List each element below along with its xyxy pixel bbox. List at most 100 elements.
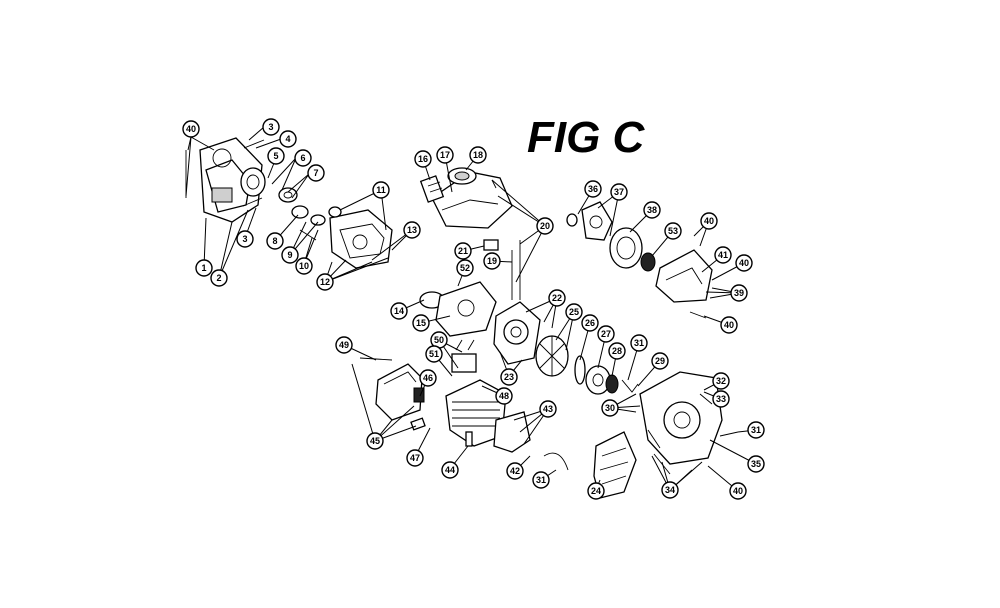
callout: 47 (406, 449, 424, 467)
callout: 48 (495, 387, 513, 405)
svg-text:51: 51 (429, 349, 439, 359)
callout: 45 (366, 432, 384, 450)
callout: 10 (295, 257, 313, 275)
callout: 30 (601, 399, 619, 417)
svg-text:26: 26 (585, 318, 595, 328)
callout: 46 (419, 369, 437, 387)
callout: 11 (372, 181, 390, 199)
starter-housing (639, 371, 739, 475)
callout: 13 (403, 221, 421, 239)
svg-text:6: 6 (300, 153, 305, 163)
svg-text:44: 44 (445, 465, 455, 475)
svg-text:25: 25 (569, 307, 579, 317)
svg-text:28: 28 (612, 346, 622, 356)
callout: 6 (294, 149, 312, 167)
callout: 41 (714, 246, 732, 264)
svg-text:18: 18 (473, 150, 483, 160)
svg-text:19: 19 (487, 256, 497, 266)
callout: 16 (414, 150, 432, 168)
muffler-assembly (359, 357, 426, 431)
callout: 20 (536, 217, 554, 235)
callout: 2 (210, 269, 228, 287)
small-bearing-parts (278, 187, 326, 241)
svg-text:15: 15 (416, 318, 426, 328)
svg-text:14: 14 (394, 306, 404, 316)
callout: 14 (390, 302, 408, 320)
svg-text:39: 39 (734, 288, 744, 298)
callout: 40 (700, 212, 718, 230)
callout: 40 (720, 316, 738, 334)
callout: 36 (584, 180, 602, 198)
svg-text:38: 38 (647, 205, 657, 215)
callout: 31 (747, 421, 765, 439)
svg-text:40: 40 (733, 486, 743, 496)
svg-text:53: 53 (668, 226, 678, 236)
svg-text:36: 36 (588, 184, 598, 194)
svg-text:45: 45 (370, 436, 380, 446)
svg-text:42: 42 (510, 466, 520, 476)
svg-text:40: 40 (724, 320, 734, 330)
svg-text:41: 41 (718, 250, 728, 260)
svg-text:20: 20 (540, 221, 550, 231)
svg-text:31: 31 (751, 425, 761, 435)
callout: 31 (630, 334, 648, 352)
callout: 25 (565, 303, 583, 321)
callout: 8 (266, 232, 284, 250)
fuel-lines (511, 240, 521, 300)
callout: 23 (500, 368, 518, 386)
callout: 24 (587, 482, 605, 500)
svg-text:31: 31 (536, 475, 546, 485)
svg-text:37: 37 (614, 187, 624, 197)
svg-text:23: 23 (504, 372, 514, 382)
callout: 33 (712, 390, 730, 408)
fuel-tank (419, 167, 513, 251)
callout: 39 (730, 284, 748, 302)
figure-title: FIG C (527, 113, 646, 162)
svg-text:5: 5 (273, 151, 278, 161)
callout: 21 (454, 242, 472, 260)
callout-bubbles: 40 3 4 5 6 7 3 8 9 10 11 13 12 1 2 16 17… (182, 118, 765, 500)
gear-case-assembly (328, 206, 393, 269)
callout: 3 (262, 118, 280, 136)
callout: 4 (279, 130, 297, 148)
callout: 35 (747, 455, 765, 473)
flywheel-assembly (535, 335, 639, 395)
callout: 22 (548, 289, 566, 307)
callout: 40 (729, 482, 747, 500)
callout: 38 (643, 201, 661, 219)
svg-text:46: 46 (423, 373, 433, 383)
part-drawings (185, 137, 739, 499)
svg-text:11: 11 (376, 185, 386, 195)
callout: 3 (236, 230, 254, 248)
svg-text:10: 10 (299, 261, 309, 271)
svg-text:24: 24 (591, 486, 601, 496)
svg-text:1: 1 (201, 263, 206, 273)
callout: 37 (610, 183, 628, 201)
callout: 43 (539, 400, 557, 418)
svg-text:48: 48 (499, 391, 509, 401)
callout: 52 (456, 259, 474, 277)
callout: 19 (483, 252, 501, 270)
housing-assembly (185, 137, 266, 223)
callout: 15 (412, 314, 430, 332)
svg-text:43: 43 (543, 404, 553, 414)
cylinder-assembly (445, 339, 531, 453)
callout: 7 (307, 164, 325, 182)
svg-text:31: 31 (634, 338, 644, 348)
svg-text:8: 8 (272, 236, 277, 246)
callout: 49 (335, 336, 353, 354)
callout: 12 (316, 273, 334, 291)
svg-text:47: 47 (410, 453, 420, 463)
callout: 44 (441, 461, 459, 479)
svg-text:49: 49 (339, 340, 349, 350)
svg-text:52: 52 (460, 263, 470, 273)
svg-text:4: 4 (285, 134, 290, 144)
callout: 32 (712, 372, 730, 390)
svg-text:3: 3 (242, 234, 247, 244)
svg-text:32: 32 (716, 376, 726, 386)
callout: 1 (195, 259, 213, 277)
callout: 31 (532, 471, 550, 489)
svg-text:33: 33 (716, 394, 726, 404)
callout: 51 (425, 345, 443, 363)
svg-text:2: 2 (216, 273, 221, 283)
